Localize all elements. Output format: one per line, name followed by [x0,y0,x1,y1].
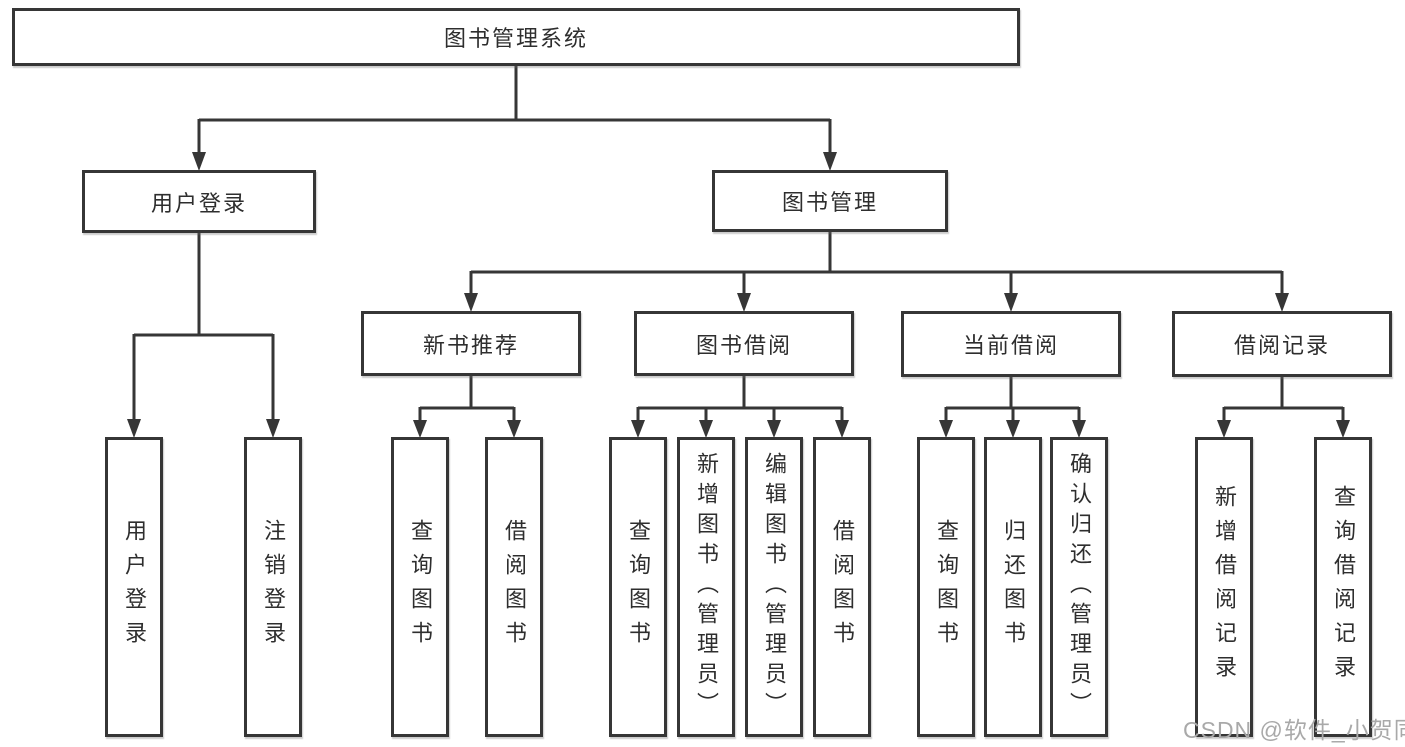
node-current-borrowing: 当前借阅 [901,311,1121,377]
node-user-login-group: 用户登录 [82,170,316,233]
arrow-icon [699,420,713,438]
arrow-icon [1275,293,1289,312]
node-user-login: 用户登录 [105,437,163,737]
arrow-icon [737,293,751,312]
arrow-icon [266,419,280,438]
watermark: CSDN @软件_小贺同学 [1183,717,1405,743]
arrow-icon [1336,420,1350,438]
node-edit-book-admin: 编辑图书（管理员） [745,437,803,737]
node-query-books-current: 查询图书 [917,437,975,737]
arrow-icon [835,420,849,438]
node-book-borrowing: 图书借阅 [634,311,854,376]
arrow-icon [1072,420,1086,438]
node-book-management: 图书管理 [712,170,948,232]
node-add-book-admin: 新增图书（管理员） [677,437,735,737]
arrow-icon [631,420,645,438]
node-borrow-records: 借阅记录 [1172,311,1392,377]
connector-book-borrowing-to-leaves [636,374,844,421]
arrow-icon [192,152,206,171]
node-query-books-borrowing: 查询图书 [609,437,667,737]
arrow-icon [127,419,141,438]
node-confirm-return-admin: 确认归还（管理员） [1050,437,1108,737]
node-add-borrow-record: 新增借阅记录 [1195,437,1253,737]
arrow-icon [939,420,953,438]
connector-user-login-to-leaves [132,231,275,420]
arrow-icon [767,420,781,438]
connector-new-book-recommend-to-leaves [418,374,516,421]
connector-current-borrowing-to-leaves [944,375,1081,421]
connector-root-to-level2 [197,64,832,153]
node-new-book-recommend: 新书推荐 [361,311,581,376]
node-query-books-recommend: 查询图书 [391,437,449,737]
node-query-borrow-record: 查询借阅记录 [1314,437,1372,737]
node-return-books: 归还图书 [984,437,1042,737]
node-logout: 注销登录 [244,437,302,737]
arrow-icon [507,420,521,438]
connector-borrow-records-to-leaves [1222,375,1345,421]
arrow-icon [1217,420,1231,438]
connector-book-management-to-level3 [469,231,1284,294]
node-borrow-books-borrowing: 借阅图书 [813,437,871,737]
arrow-icon [413,420,427,438]
arrow-icon [464,293,478,312]
arrow-icon [823,152,837,171]
arrowheads [127,152,1350,438]
node-root: 图书管理系统 [12,8,1020,66]
arrow-icon [1004,293,1018,312]
arrow-icon [1006,420,1020,438]
node-borrow-books-recommend: 借阅图书 [485,437,543,737]
